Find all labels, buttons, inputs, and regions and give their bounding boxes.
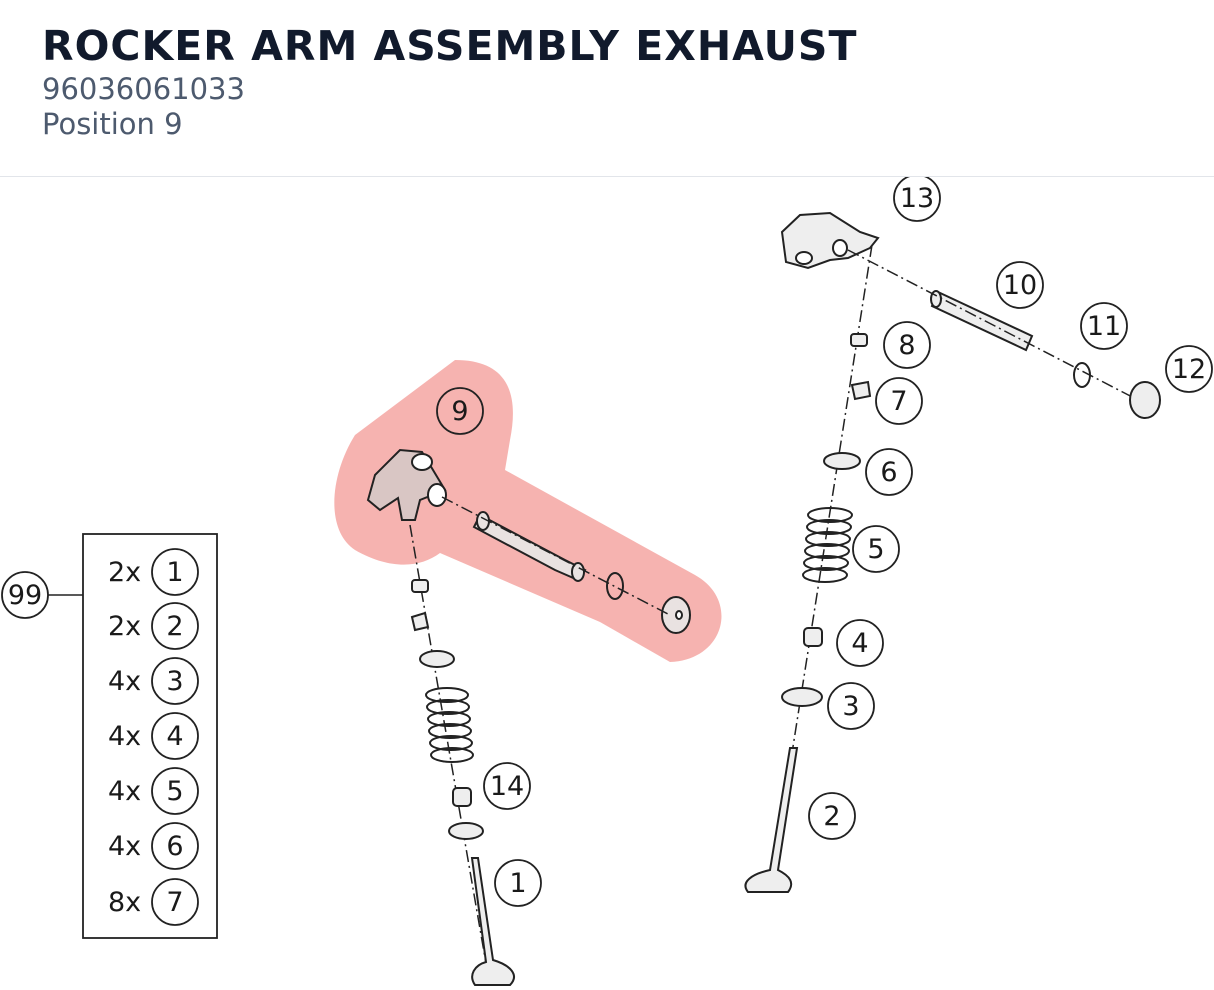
callout-14-label: 14 — [490, 771, 524, 802]
exploded-view-diagram: 2x 1 2x 2 4x 3 4x 4 — [0, 177, 1214, 990]
callout-8[interactable]: 8 — [883, 321, 931, 369]
kit-row-item[interactable]: 3 — [166, 666, 183, 697]
right-valve-train — [744, 244, 873, 893]
valve-seal-left — [452, 787, 472, 807]
kit-row-qty: 4x — [108, 831, 141, 862]
kit-row-qty: 4x — [108, 776, 141, 807]
kit-row-qty: 4x — [108, 721, 141, 752]
page-title: ROCKER ARM ASSEMBLY EXHAUST — [42, 22, 858, 70]
kit-row: 4x 3 — [108, 657, 199, 705]
circlip-left — [606, 572, 624, 600]
circlip-right — [1073, 362, 1091, 388]
callout-11-label: 11 — [1087, 311, 1121, 342]
callout-99[interactable]: 99 — [1, 571, 49, 619]
valve-right — [744, 747, 799, 893]
valve-left — [470, 857, 515, 986]
callout-12[interactable]: 12 — [1165, 345, 1213, 393]
part-number: 96036061033 — [42, 72, 245, 106]
right-rocker-assembly — [780, 211, 1161, 419]
valve-spring-left — [425, 687, 474, 763]
callout-1[interactable]: 1 — [494, 859, 542, 907]
callout-4[interactable]: 4 — [836, 619, 884, 667]
left-valve-train — [409, 524, 515, 986]
end-plug-left — [661, 596, 691, 634]
callout-13[interactable]: 13 — [893, 177, 941, 222]
callout-7[interactable]: 7 — [875, 377, 923, 425]
callout-9[interactable]: 9 — [436, 387, 484, 435]
rocker-arm-left — [366, 448, 447, 521]
kit-box-frame — [82, 533, 218, 939]
valve-cap-left — [411, 579, 429, 593]
spring-retainer-right — [823, 452, 861, 470]
kit-row-item[interactable]: 1 — [166, 557, 183, 588]
kit-row: 2x 2 — [108, 602, 199, 650]
end-plug-right — [1129, 381, 1161, 419]
spring-seat-left — [448, 822, 484, 840]
callout-9-label: 9 — [451, 396, 468, 427]
position-label: Position 9 — [42, 107, 183, 141]
kit-row-qty: 4x — [108, 666, 141, 697]
kit-row-item[interactable]: 4 — [166, 721, 183, 752]
kit-row-item[interactable]: 6 — [166, 831, 183, 862]
kit-row: 4x 5 — [108, 767, 199, 815]
valve-cap-right — [850, 333, 868, 347]
callout-3-label: 3 — [842, 691, 859, 722]
callout-2-label: 2 — [823, 801, 840, 832]
kit-row: 4x 4 — [108, 712, 199, 760]
callout-7-label: 7 — [890, 386, 907, 417]
selection-highlight[interactable] — [334, 360, 722, 662]
kit-row: 2x 1 — [108, 548, 199, 596]
callout-5[interactable]: 5 — [852, 525, 900, 573]
callout-14[interactable]: 14 — [483, 762, 531, 810]
kit-row-item[interactable]: 5 — [166, 776, 183, 807]
callout-10-label: 10 — [1003, 270, 1037, 301]
callout-2[interactable]: 2 — [808, 792, 856, 840]
callout-12-label: 12 — [1172, 354, 1206, 385]
spring-seat-right — [781, 687, 823, 707]
callout-99-label: 99 — [8, 580, 42, 611]
kit-row: 4x 6 — [108, 822, 199, 870]
callout-3[interactable]: 3 — [827, 682, 875, 730]
valve-spring-right — [802, 507, 853, 583]
callout-8-label: 8 — [898, 330, 915, 361]
kit-row-item[interactable]: 7 — [166, 887, 183, 918]
callout-11[interactable]: 11 — [1080, 302, 1128, 350]
kit-row: 8x 7 — [108, 878, 199, 926]
kit-box: 2x 1 2x 2 4x 3 4x 4 — [48, 533, 218, 939]
callout-5-label: 5 — [867, 534, 884, 565]
kit-row-qty: 2x — [108, 611, 141, 642]
callout-1-label: 1 — [509, 868, 526, 899]
valve-keeper-right — [850, 380, 872, 401]
callout-4-label: 4 — [851, 628, 868, 659]
kit-row-qty: 2x — [108, 557, 141, 588]
callout-13-label: 13 — [900, 183, 934, 214]
kit-row-qty: 8x — [108, 887, 141, 918]
valve-seal-right — [803, 627, 823, 647]
valve-keeper-left — [410, 611, 430, 632]
rocker-arm-right-bore — [795, 251, 813, 265]
callout-6[interactable]: 6 — [865, 448, 913, 496]
spring-retainer-left — [419, 650, 455, 668]
rocker-arm-right-pivot — [832, 239, 848, 257]
shaft-axis-left — [441, 496, 669, 615]
page-header: ROCKER ARM ASSEMBLY EXHAUST 96036061033 … — [0, 0, 1214, 177]
callout-10[interactable]: 10 — [996, 261, 1044, 309]
callout-6-label: 6 — [880, 457, 897, 488]
kit-row-item[interactable]: 2 — [166, 611, 183, 642]
highlighted-rocker-arm-assembly[interactable] — [334, 360, 722, 662]
